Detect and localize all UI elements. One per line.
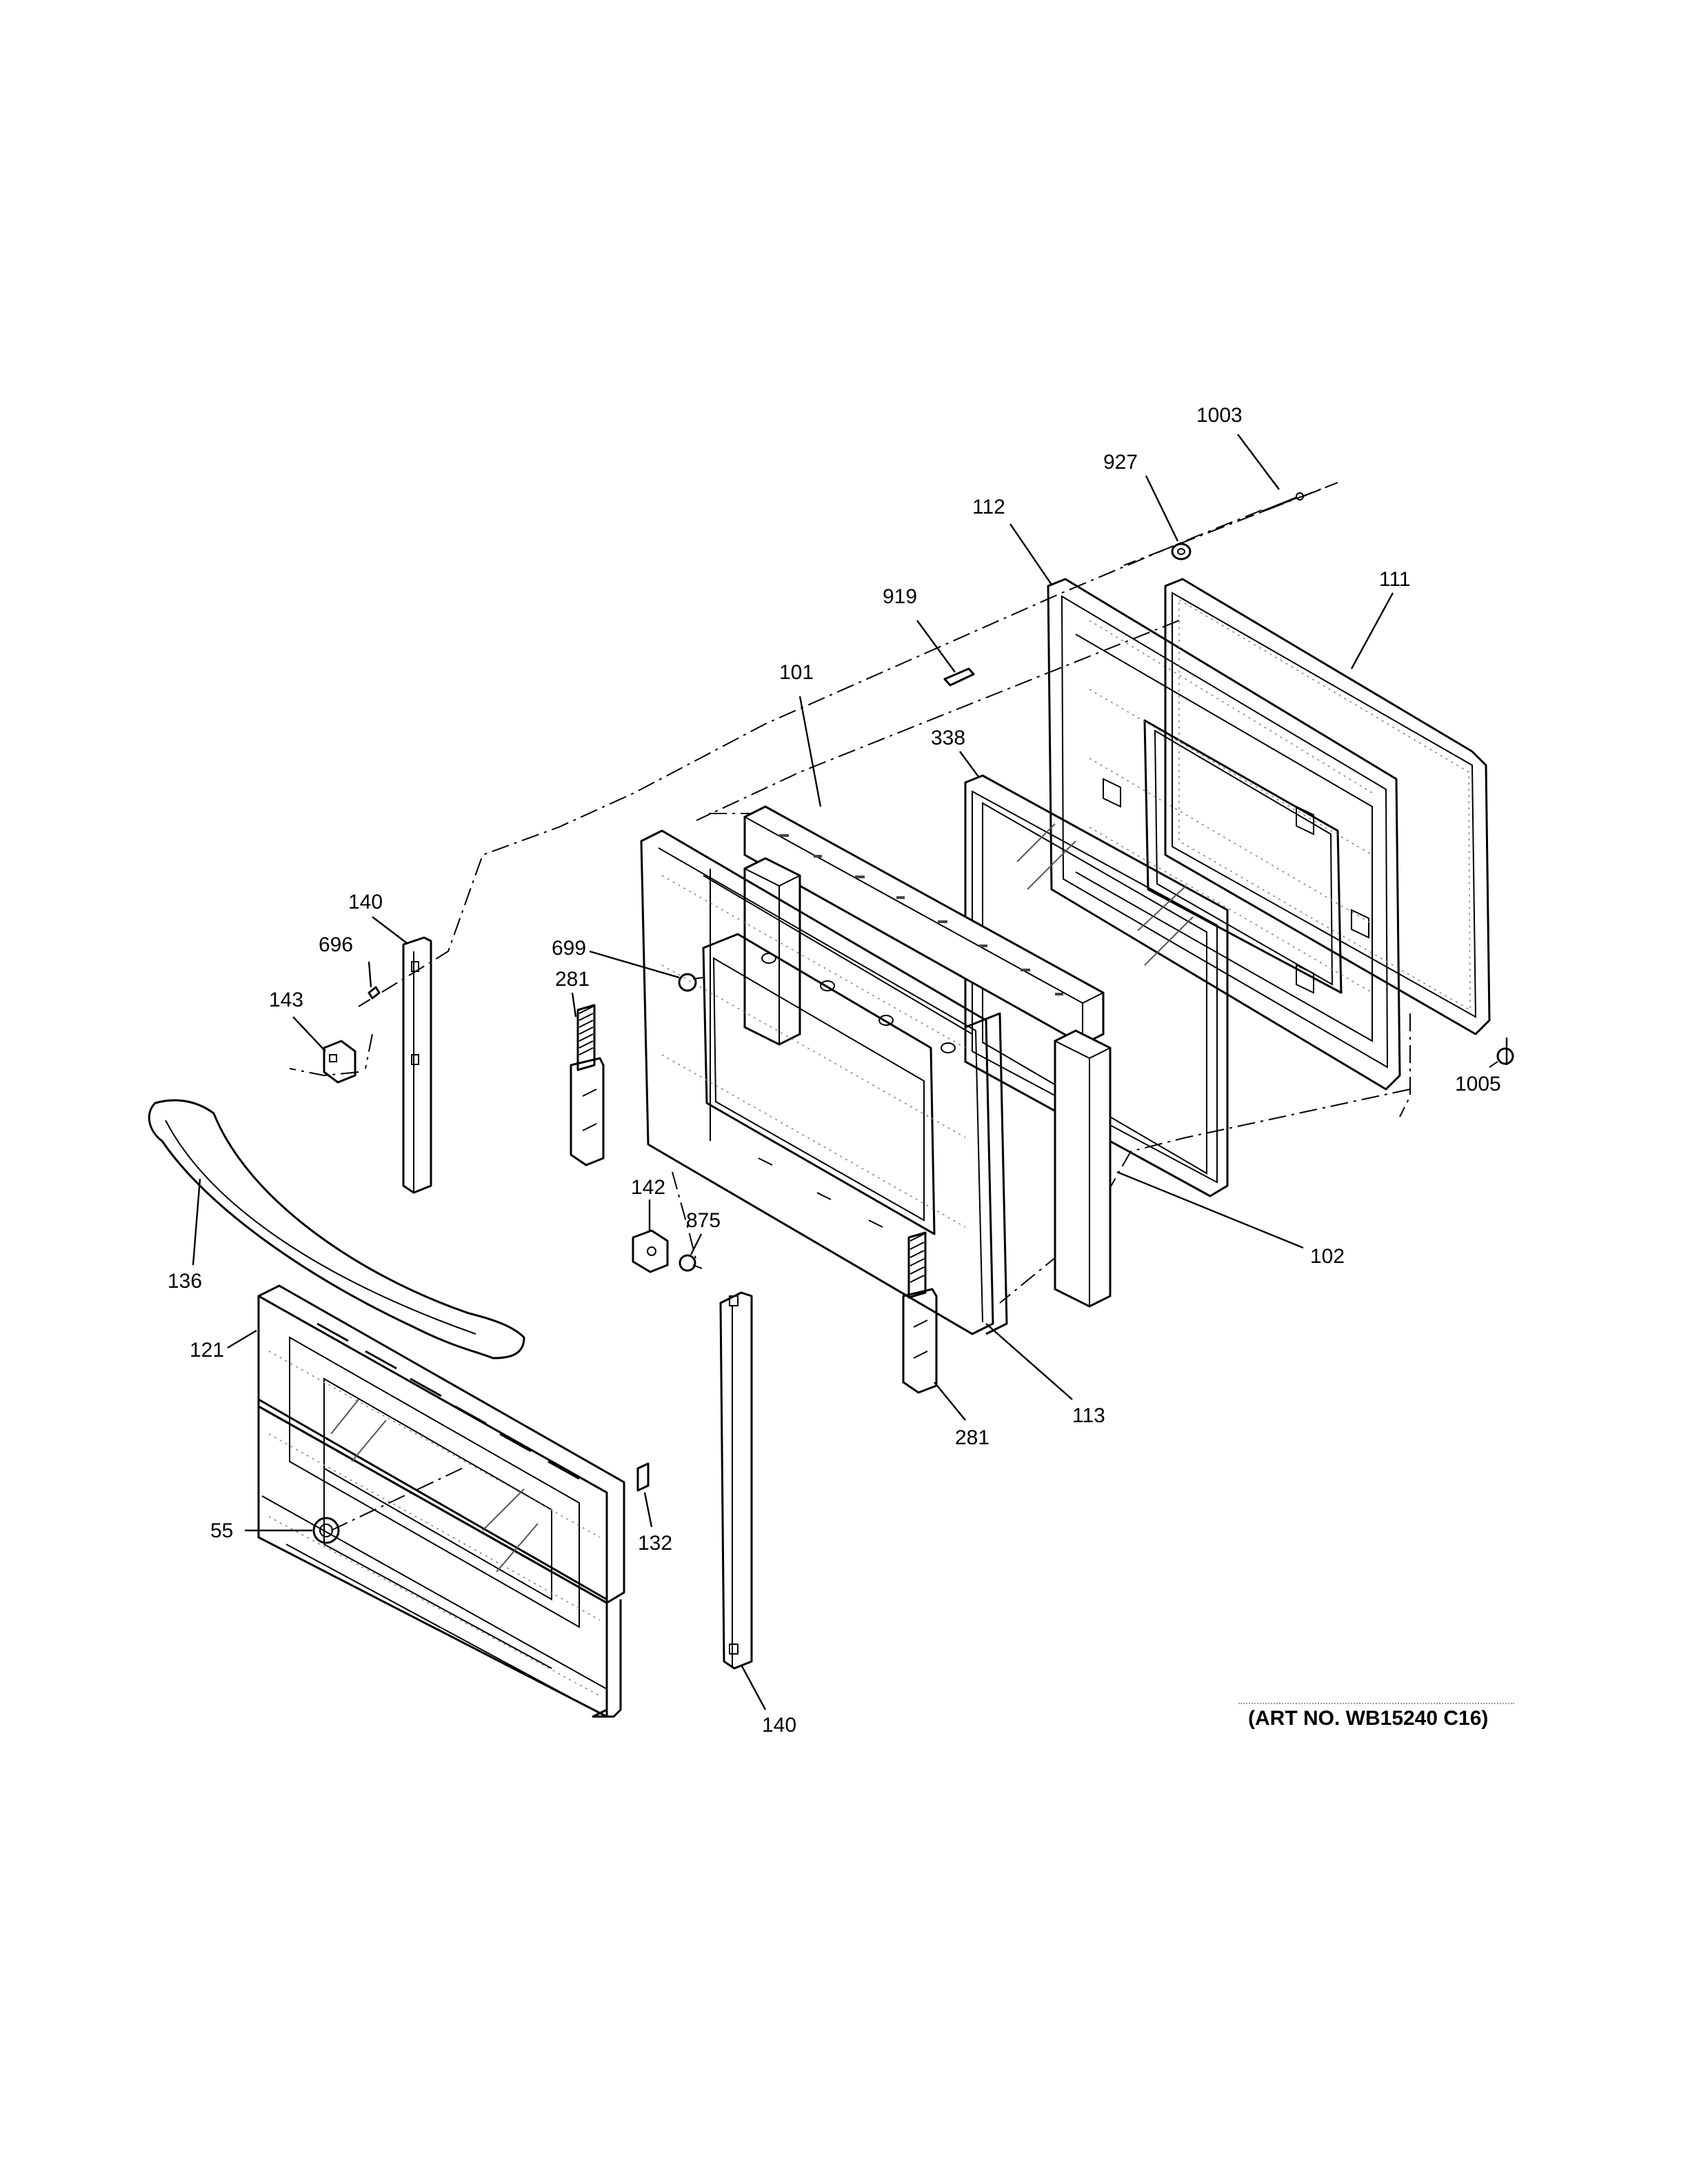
- side-trim-bottom: [719, 1291, 753, 1670]
- callout-140-bottom: 140: [762, 1714, 796, 1737]
- callout-102: 102: [1310, 1245, 1345, 1268]
- callout-696: 696: [319, 933, 353, 956]
- callout-55: 55: [210, 1519, 233, 1542]
- callout-699: 699: [552, 937, 586, 960]
- callout-281-left: 281: [555, 968, 590, 991]
- inner-door-liner: [1047, 578, 1401, 1091]
- bumper-55: [312, 1517, 340, 1544]
- callout-1005: 1005: [1455, 1073, 1501, 1095]
- screw-1003: [1261, 492, 1304, 513]
- callout-140-top: 140: [348, 891, 383, 913]
- outer-door-panel: [257, 1284, 625, 1718]
- callout-919: 919: [883, 585, 917, 608]
- bracket-142: [632, 1229, 669, 1273]
- callout-121: 121: [190, 1339, 224, 1362]
- callout-leaders: [192, 434, 1508, 1710]
- callout-113: 113: [1072, 1404, 1105, 1427]
- callout-142: 142: [631, 1176, 665, 1199]
- clip-132: [636, 1462, 650, 1492]
- screw-699: [678, 973, 704, 992]
- top-insulation: [743, 805, 1105, 1046]
- callout-1003: 1003: [1196, 404, 1243, 427]
- door-handle: [148, 1099, 525, 1359]
- callout-281-right: 281: [955, 1426, 989, 1449]
- callout-111: 111: [1379, 568, 1411, 591]
- callout-143: 143: [269, 989, 303, 1011]
- art-number-rule: [1238, 1703, 1514, 1704]
- pin-696: [368, 986, 381, 1000]
- callout-101: 101: [779, 661, 814, 684]
- side-insulation-right: [1054, 1029, 1112, 1308]
- hinge-right: [902, 1231, 938, 1394]
- assembly-guide-lines: [289, 482, 1411, 1531]
- callout-927: 927: [1103, 451, 1138, 474]
- side-insulation-left: [743, 857, 801, 1046]
- spacer-919: [943, 667, 975, 687]
- side-trim-top: [402, 936, 432, 1194]
- callout-875: 875: [686, 1209, 721, 1232]
- callout-132: 132: [638, 1532, 672, 1555]
- door-inner-panel: [640, 829, 1008, 1335]
- screw-1005: [1489, 1047, 1514, 1068]
- callout-136: 136: [168, 1270, 202, 1293]
- washer-927: [1171, 543, 1192, 560]
- art-number: (ART NO. WB15240 C16): [1248, 1707, 1489, 1730]
- hinge-bracket-143: [323, 1040, 356, 1084]
- door-gasket: [1164, 578, 1491, 1035]
- callout-112: 112: [972, 496, 1005, 518]
- hinge-left: [570, 1004, 605, 1166]
- screw-875: [679, 1254, 703, 1272]
- callout-338: 338: [931, 727, 965, 749]
- callout-labels: 1003 927 112 111 919 101 338 140 696 699…: [168, 404, 1501, 1737]
